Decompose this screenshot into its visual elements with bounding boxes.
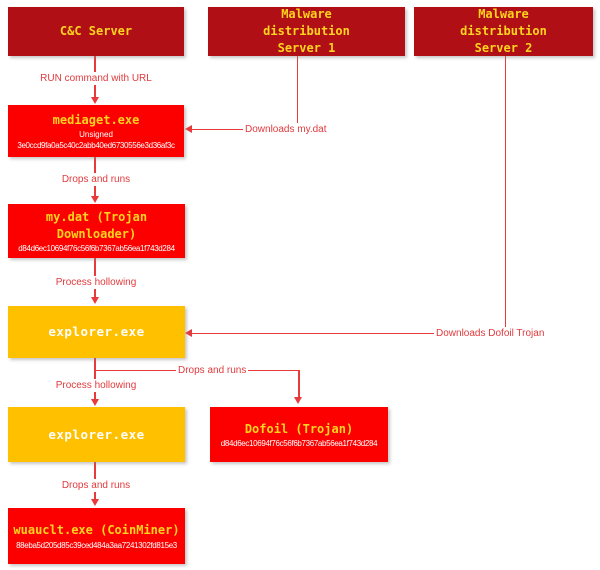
edge-label-downloads-mydat: Downloads my.dat <box>243 123 329 136</box>
edge-label-drops-and-runs-2: Drops and runs <box>176 364 249 377</box>
connector-mds2-to-explorer1 <box>190 333 506 334</box>
node-title: explorer.exe <box>48 324 145 340</box>
node-malware-distribution-server-2: Malware distribution Server 2 <box>414 7 593 56</box>
arrowhead-left-icon <box>185 125 192 133</box>
node-title: C&C Server <box>59 24 133 39</box>
node-title: wuauclt.exe (CoinMiner) <box>13 523 180 538</box>
node-title: explorer.exe <box>48 426 145 442</box>
node-title: Dofoil (Trojan) <box>244 421 354 436</box>
sha1-hash: 3e0ccd9fa0a5c40c2abb40ed6730556e3d36af3c <box>17 140 175 150</box>
arrowhead-down-icon <box>91 97 99 104</box>
node-my-dat-trojan-downloader: my.dat (Trojan Downloader) d84d6ec10694f… <box>8 204 185 258</box>
edge-label-process-hollowing-1: Process hollowing <box>8 276 184 289</box>
sha1-hash: d84d6ec10694f76c56f6b7367ab56ea1f743d284 <box>18 244 175 254</box>
node-dofoil-trojan: Dofoil (Trojan) d84d6ec10694f76c56f6b736… <box>210 407 388 462</box>
sha1-hash: 88eba5d205d85c39ced484a3aa7241302fd815e3 <box>16 540 177 550</box>
node-title: my.dat (Trojan Downloader) <box>45 209 148 241</box>
connector-mds2-down <box>505 56 506 333</box>
node-explorer-exe-2: explorer.exe <box>8 407 185 462</box>
node-explorer-exe-1: explorer.exe <box>8 306 185 358</box>
edge-label-drops-and-runs-3: Drops and runs <box>8 479 184 492</box>
node-title: mediaget.exe <box>52 113 140 128</box>
edge-label-run-command: RUN command with URL <box>8 72 184 85</box>
edge-label-downloads-dofoil: Downloads Dofoil Trojan <box>434 327 547 340</box>
node-wuauclt-exe-coinminer: wuauclt.exe (CoinMiner) 88eba5d205d85c39… <box>8 508 185 564</box>
arrowhead-down-icon <box>91 297 99 304</box>
connector-mds1-down <box>297 56 298 130</box>
signature-note: Unsigned <box>79 129 113 139</box>
node-cc-server: C&C Server <box>8 7 184 56</box>
node-mediaget-exe: mediaget.exe Unsigned 3e0ccd9fa0a5c40c2a… <box>8 105 184 157</box>
arrowhead-down-icon <box>294 397 302 404</box>
edge-label-drops-and-runs-1: Drops and runs <box>8 173 184 186</box>
arrowhead-down-icon <box>91 196 99 203</box>
node-title: Malware distribution Server 2 <box>460 7 547 55</box>
connector-branch-to-dofoil <box>298 370 300 398</box>
edge-label-process-hollowing-2: Process hollowing <box>8 379 184 392</box>
arrowhead-left-icon <box>185 329 192 337</box>
arrowhead-down-icon <box>91 499 99 506</box>
node-title: Malware distribution Server 1 <box>263 7 350 55</box>
node-malware-distribution-server-1: Malware distribution Server 1 <box>208 7 405 56</box>
sha1-hash: d84d6ec10694f76c56f6b7367ab56ea1f743d284 <box>220 439 378 449</box>
arrowhead-down-icon <box>91 399 99 406</box>
